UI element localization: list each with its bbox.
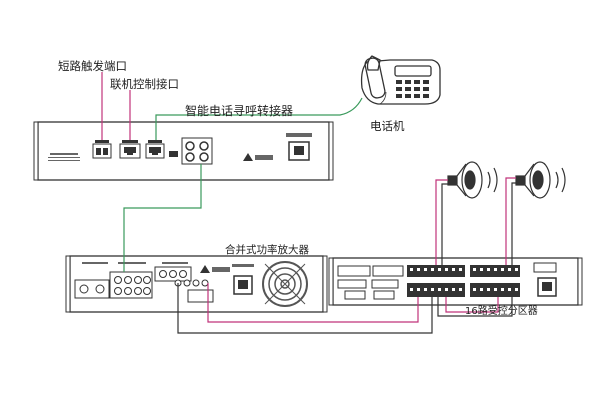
zone-terminal-screws: [410, 268, 518, 291]
phone-port-icon: [145, 140, 165, 159]
zone-controller-label: 16路受控分区器: [465, 306, 538, 317]
speaker-right-icon: [515, 161, 566, 199]
speaker-left-icon: [447, 161, 498, 199]
fan-grille-icon: [262, 261, 308, 307]
zone-controller-device: [328, 257, 583, 306]
speaker-run-right-red: [505, 177, 516, 265]
short-circuit-port-label: 短路触发端口: [58, 59, 127, 73]
speaker-run-left-black: [441, 183, 448, 265]
telephone-label: 电话机: [370, 119, 405, 133]
amplifier-speaker-out-terminals: [174, 279, 214, 303]
short-circuit-port-icon: [92, 140, 112, 159]
gateway-spec-plate: [48, 153, 80, 161]
phone-line-wire: [155, 97, 363, 140]
amplifier-label: 合并式功率放大器: [225, 244, 309, 256]
zone-controller-power-socket: [533, 262, 557, 297]
wires: [101, 72, 516, 334]
speaker-wire-red: [207, 283, 419, 323]
zone-return-black: [437, 297, 513, 317]
amplifier-power-socket: [232, 264, 254, 295]
telephone-icon: [360, 55, 441, 105]
speaker-run-left-red: [435, 179, 448, 265]
gateway-switch: [169, 151, 178, 157]
zone-controller-db-connectors: [337, 265, 404, 300]
gateway-warning-icon: [243, 153, 273, 161]
link-control-port-label: 联机控制接口: [110, 77, 179, 91]
link-control-port-icon: [119, 140, 141, 159]
amplifier-warning-icon: [200, 265, 230, 273]
zone-return-red: [445, 297, 499, 313]
speaker-wire-black: [177, 283, 433, 334]
amplifier-device: [65, 255, 328, 313]
gateway-label: 智能电话寻呼转接器: [185, 104, 294, 118]
gateway-device: [33, 121, 334, 181]
gateway-power-socket: [286, 133, 312, 161]
audio-line-wire: [123, 164, 202, 272]
amplifier-spec-plates: [82, 262, 188, 264]
speaker-run-right-black: [511, 182, 516, 265]
zone-terminal-block-bottom: [407, 283, 520, 297]
gateway-audio-out-jacks: [181, 137, 213, 165]
amplifier-input-jacks: [74, 266, 192, 299]
